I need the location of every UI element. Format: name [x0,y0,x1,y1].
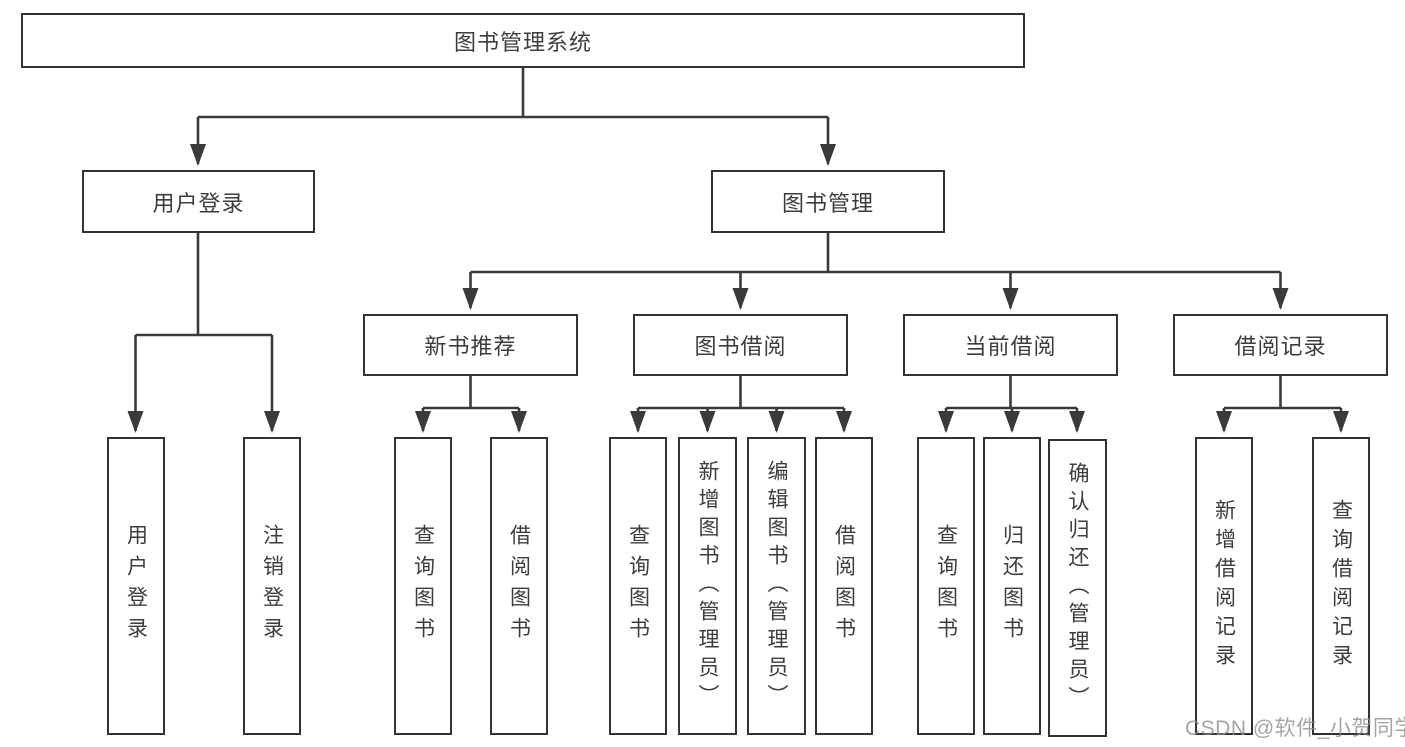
node-user-login: 用户登录 [82,170,315,233]
connector-new-book-recommend [423,376,519,410]
leaf-borrow-books-2: 借阅图书 [815,437,873,735]
connector-book-borrow [638,376,844,410]
leaf-logout: 注销登录 [243,437,301,735]
leaf-logout-label: 注销登录 [260,524,284,648]
leaf-add-borrow-record-label: 新增借阅记录 [1212,499,1236,673]
leaf-confirm-return-admin-label: 确认归还（管理员） [1066,462,1089,714]
leaf-query-borrow-record: 查询借阅记录 [1312,437,1370,735]
leaf-query-books-2: 查询图书 [609,437,667,735]
connector-current-borrow [946,376,1077,410]
leaf-user-login-label: 用户登录 [124,524,148,648]
leaf-query-books-3-label: 查询图书 [934,524,958,648]
leaf-add-borrow-record: 新增借阅记录 [1195,437,1253,735]
leaf-query-books-1: 查询图书 [394,437,452,735]
leaf-borrow-books-1-label: 借阅图书 [507,524,531,648]
connector-book-management [470,233,1281,274]
node-borrow-records: 借阅记录 [1173,314,1388,376]
node-book-management-label: 图书管理 [781,190,874,216]
leaf-return-books: 归还图书 [983,437,1041,735]
node-book-borrow-label: 图书借阅 [694,334,787,359]
leaf-add-books-admin: 新增图书（管理员） [678,437,737,735]
node-new-book-recommend-label: 新书推荐 [424,334,517,359]
node-current-borrow: 当前借阅 [903,314,1118,376]
leaf-add-books-admin-label: 新增图书（管理员） [696,460,719,712]
node-borrow-records-label: 借阅记录 [1234,334,1327,359]
leaf-borrow-books-1: 借阅图书 [490,437,548,735]
leaf-return-books-label: 归还图书 [1000,524,1024,648]
node-root-label: 图书管理系统 [453,29,592,55]
node-book-management: 图书管理 [711,170,945,233]
leaf-confirm-return-admin: 确认归还（管理员） [1048,439,1107,737]
node-new-book-recommend: 新书推荐 [363,314,578,376]
connector-borrow-records [1224,376,1341,410]
leaf-edit-books-admin-label: 编辑图书（管理员） [765,460,788,712]
node-user-login-label: 用户登录 [152,190,245,216]
node-root-system: 图书管理系统 [21,13,1025,68]
node-current-borrow-label: 当前借阅 [964,334,1057,359]
leaf-query-books-3: 查询图书 [917,437,975,735]
leaf-edit-books-admin: 编辑图书（管理员） [747,437,806,735]
leaf-query-books-2-label: 查询图书 [626,524,650,648]
leaf-query-borrow-record-label: 查询借阅记录 [1329,499,1353,673]
leaf-user-login: 用户登录 [107,437,165,735]
leaf-borrow-books-2-label: 借阅图书 [832,524,856,648]
node-book-borrow: 图书借阅 [633,314,848,376]
connector-root [198,68,828,119]
connector-user-login [135,233,272,337]
leaf-query-books-1-label: 查询图书 [411,524,435,648]
csdn-watermark: CSDN @软件_小贺同学 [1185,717,1405,740]
